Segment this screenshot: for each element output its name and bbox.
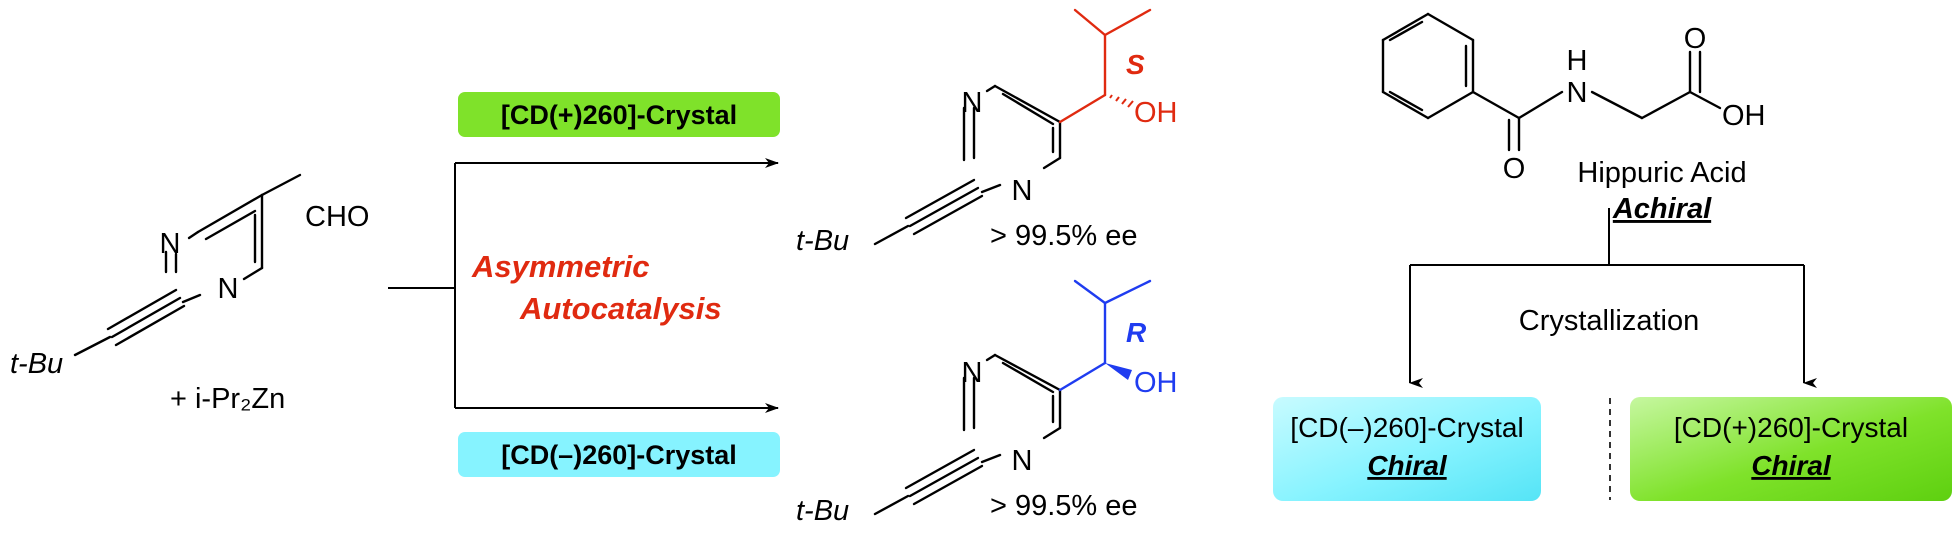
product-r-n-top: N — [962, 357, 983, 389]
crystal-plus-label: [CD(+)260]-Crystal — [501, 100, 737, 130]
hippuric-oh: OH — [1722, 100, 1766, 132]
product-s-ee: > 99.5% ee — [990, 220, 1138, 252]
product-s-config: S — [1126, 49, 1145, 80]
reactant-tbu: t-Bu — [10, 348, 63, 380]
chiral-minus-line2: Chiral — [1367, 450, 1448, 481]
hippuric-achiral: Achiral — [1612, 193, 1712, 225]
crystal-minus-box — [458, 432, 780, 477]
process-asymmetric: Asymmetric — [471, 249, 649, 284]
chiral-plus-line2: Chiral — [1751, 450, 1832, 481]
hippuric-n: N — [1567, 77, 1588, 109]
reactant-structure — [73, 173, 302, 357]
reactant-n-bottom: N — [218, 273, 239, 305]
reactant-cho: CHO — [305, 201, 369, 233]
product-s-oh: OH — [1134, 97, 1178, 129]
reaction-branch-arrows — [388, 158, 779, 413]
product-r-n-bottom: N — [1012, 445, 1033, 477]
chiral-minus-box — [1273, 397, 1541, 501]
hippuric-o-acid: O — [1684, 23, 1707, 55]
product-s-structure — [873, 8, 1152, 246]
chiral-plus-box — [1630, 397, 1952, 501]
chiral-minus-line1: [CD(–)260]-Crystal — [1290, 412, 1523, 443]
product-s-tbu: t-Bu — [796, 225, 849, 257]
crystallization-arrows — [1409, 208, 1817, 388]
hippuric-name: Hippuric Acid — [1577, 157, 1746, 189]
reactant-n-top: N — [160, 228, 181, 260]
crystallization-label: Crystallization — [1519, 305, 1700, 337]
product-r-oh: OH — [1134, 367, 1178, 399]
product-r-config: R — [1126, 317, 1147, 348]
hippuric-h: H — [1567, 45, 1588, 77]
product-s-n-top: N — [962, 87, 983, 119]
product-s-n-bottom: N — [1012, 175, 1033, 207]
crystal-plus-box — [458, 92, 780, 137]
product-r-ee: > 99.5% ee — [990, 490, 1138, 522]
product-r-structure — [873, 279, 1152, 516]
process-autocatalysis: Autocatalysis — [519, 291, 722, 326]
crystal-minus-label: [CD(–)260]-Crystal — [501, 440, 737, 470]
reactant-reagent: + i-Pr₂Zn — [170, 383, 285, 415]
chiral-plus-line1: [CD(+)260]-Crystal — [1674, 412, 1908, 443]
product-r-tbu: t-Bu — [796, 495, 849, 527]
hippuric-o-ketone: O — [1503, 153, 1526, 185]
hippuric-acid-structure — [1381, 12, 1722, 152]
